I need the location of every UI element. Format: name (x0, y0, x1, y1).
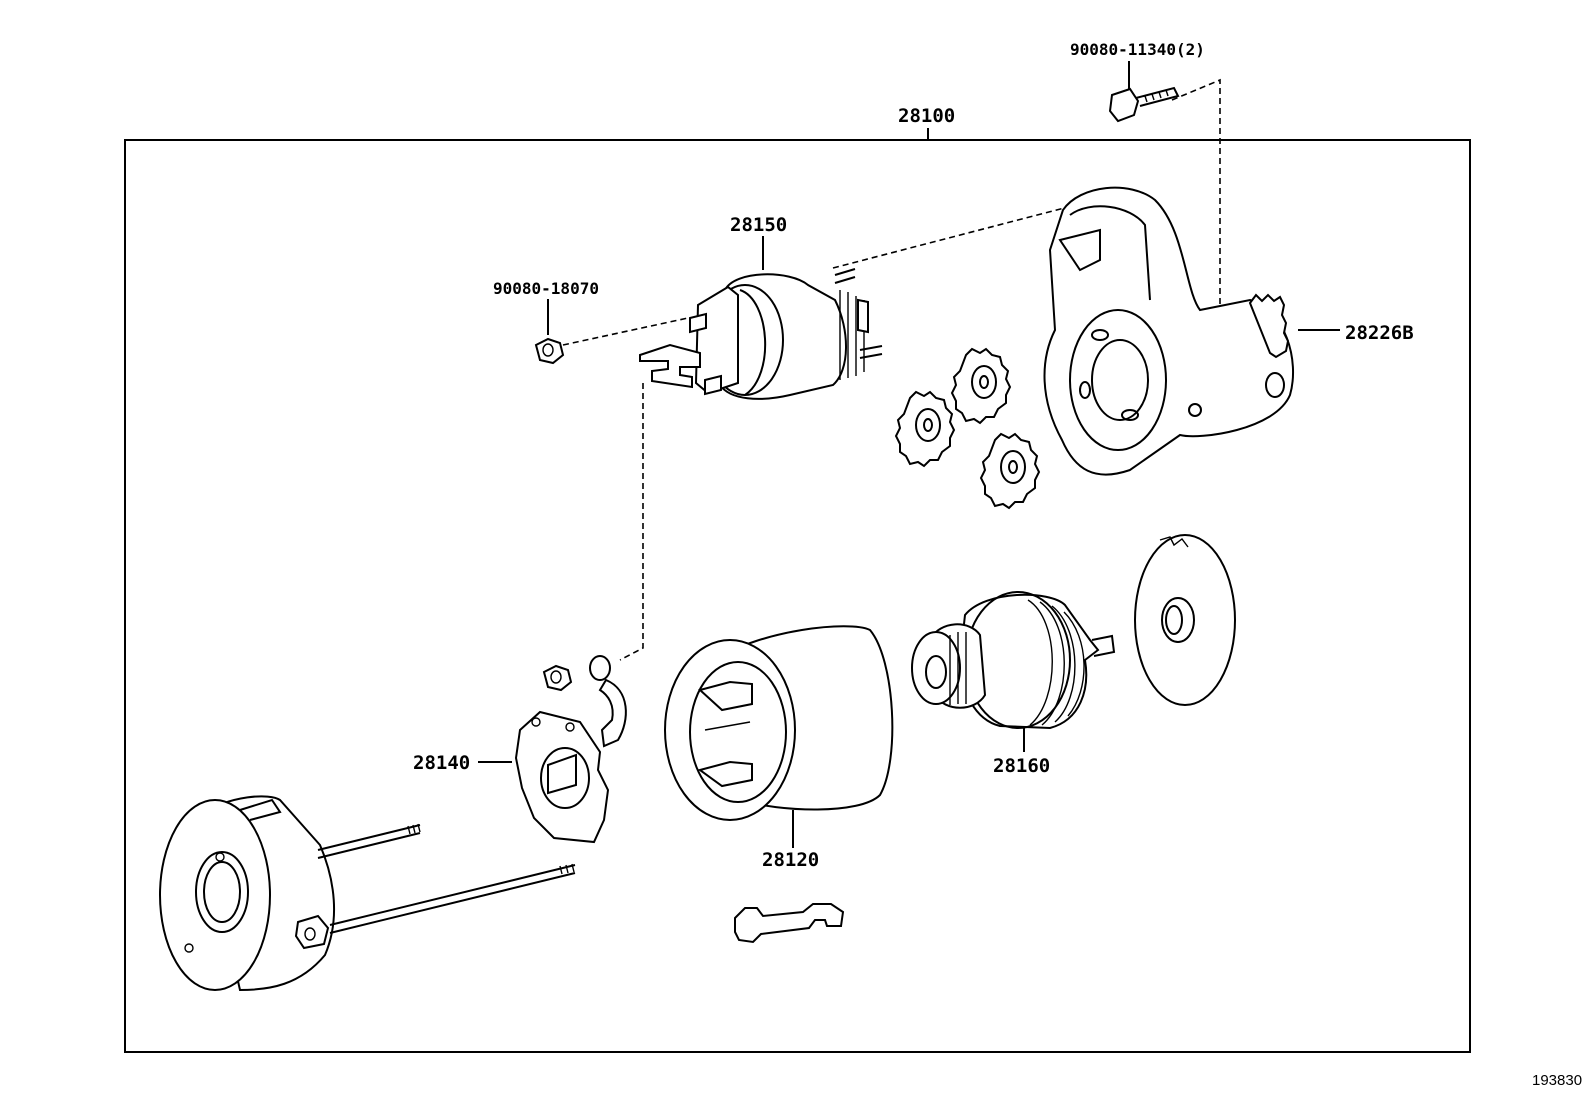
planetary-gear-icon (979, 432, 1041, 510)
planetary-gear-icon (894, 390, 956, 468)
label-28226B[interactable]: 28226B (1345, 322, 1414, 344)
label-90080-18070[interactable]: 90080-18070 (493, 279, 599, 298)
brush-holder-icon (514, 710, 610, 844)
terminal-clip-icon (589, 655, 627, 748)
reference-number: 193830 (1532, 1072, 1582, 1089)
drive-housing-icon (1043, 186, 1294, 476)
wire-lead-icon (734, 903, 845, 944)
yoke-icon (664, 625, 894, 821)
label-28100[interactable]: 28100 (898, 105, 955, 127)
assembly-frame (124, 139, 1471, 1053)
bolt-icon (1108, 86, 1180, 123)
label-28160[interactable]: 28160 (993, 755, 1050, 777)
nut-icon (534, 337, 565, 365)
label-90080-11340[interactable]: 90080-11340(2) (1070, 40, 1205, 59)
label-28120[interactable]: 28120 (762, 849, 819, 871)
armature-drive-icon (911, 591, 1116, 730)
cover-plate-icon (1134, 534, 1236, 706)
label-28150[interactable]: 28150 (730, 214, 787, 236)
label-28140[interactable]: 28140 (413, 752, 470, 774)
end-frame-icon (159, 795, 576, 992)
nut-icon (542, 664, 573, 692)
solenoid-icon (639, 268, 883, 400)
planetary-gear-icon (950, 347, 1012, 425)
